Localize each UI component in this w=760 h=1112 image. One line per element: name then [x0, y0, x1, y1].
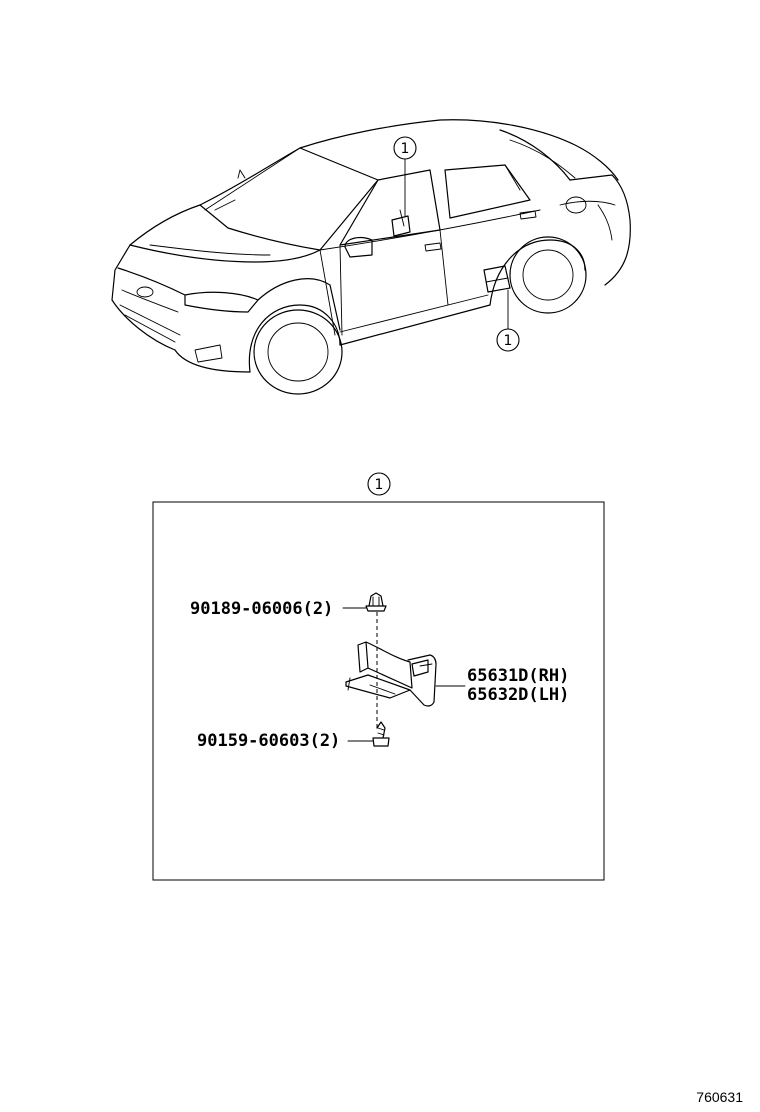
clip-part-number: 90189-06006(2): [190, 599, 333, 619]
clip-part: [365, 592, 387, 612]
detail-title-callout: 1: [367, 472, 391, 496]
screw-part-number: 90159-60603(2): [197, 731, 340, 751]
car-illustration: [111, 119, 631, 395]
screw-part: [372, 721, 390, 747]
protector-part: [345, 641, 437, 707]
callout-lower: 1: [496, 328, 520, 352]
callout-lower-number: 1: [504, 333, 513, 349]
callout-upper-number: 1: [401, 141, 410, 157]
figure-number: 760631: [696, 1089, 743, 1105]
detail-title-number: 1: [375, 477, 384, 493]
callout-upper: 1: [393, 136, 417, 160]
protector-lh-part-number: 65632D(LH): [467, 685, 569, 705]
detail-frame: [152, 501, 605, 881]
protector-rh-part-number: 65631D(RH): [467, 666, 569, 686]
